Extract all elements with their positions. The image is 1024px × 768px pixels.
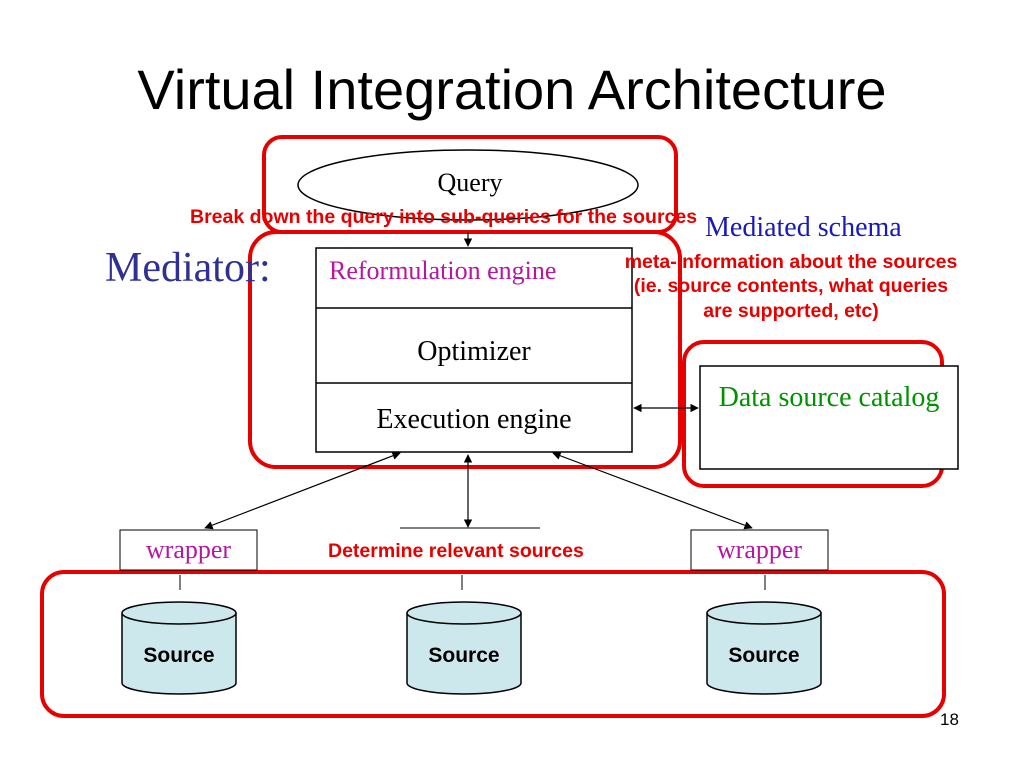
execution-engine-label: Execution engine <box>376 404 572 435</box>
sources-highlight-box <box>40 570 946 718</box>
slide-title: Virtual Integration Architecture <box>137 58 887 121</box>
meta-info-line: are supported, etc) <box>703 299 879 322</box>
query-ellipse <box>297 149 639 221</box>
breakdown-annotation: Break down the query into sub-queries fo… <box>190 206 698 228</box>
reformulation-engine-label: Reformulation engine <box>329 256 557 285</box>
exec-left-arrow <box>204 451 401 530</box>
relevant-sources-annotation: Determine relevant sources <box>328 540 584 562</box>
optimizer-label: Optimizer <box>417 336 531 367</box>
meta-info-line: (ie. source contents, what queries <box>633 275 949 298</box>
wrapper-left-label: wrapper <box>145 535 232 564</box>
source-cylinder-left <box>121 601 237 695</box>
data-source-catalog-label: Data source catalog <box>718 382 940 413</box>
source-label: Source <box>428 644 500 667</box>
source-label: Source <box>728 644 800 667</box>
source-cylinder-right <box>706 601 822 695</box>
wrapper-left-box <box>119 529 258 571</box>
exec-right-arrow <box>552 451 753 530</box>
wrapper-right-box <box>690 529 829 571</box>
page-number: 18 <box>940 710 959 729</box>
meta-info-line: meta-information about the sources <box>624 251 958 273</box>
source-label: Source <box>143 644 215 667</box>
source-cylinder-mid <box>406 601 522 695</box>
query-label: Query <box>437 168 503 197</box>
wrapper-right-label: wrapper <box>716 535 803 564</box>
mediator-stack-box <box>315 247 633 453</box>
mediator-label: Mediator: <box>105 245 271 291</box>
mediated-schema-label: Mediated schema <box>705 212 902 243</box>
meta-info-annotation: meta-information about the sources (ie. … <box>556 250 1024 323</box>
